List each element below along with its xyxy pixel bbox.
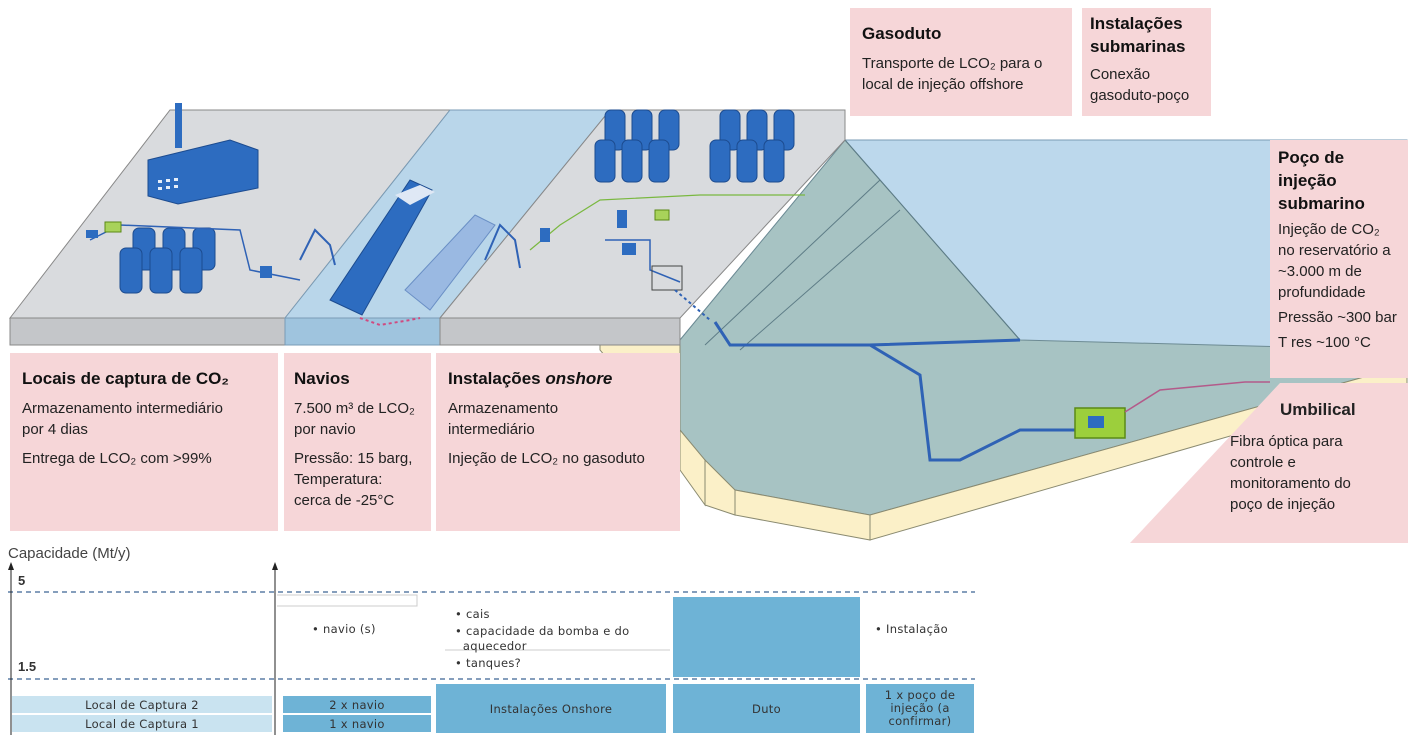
well-text: T res ~100 °C [1278,334,1371,351]
umbilical-box: Umbilical Fibra óptica para controle e m… [1230,398,1406,515]
ship-ghost-icon [404,214,496,311]
loading-arm-icon [299,228,336,266]
ships-box: Navios 7.500 m³ de LCO₂ por navio Pressão… [284,353,431,531]
ships-text: Temperatura: [294,471,383,488]
onshore-title: Instalações onshore [448,369,613,388]
umbilical-text: Fibra óptica para [1230,433,1343,450]
umbilical-box-shape [1130,383,1408,543]
duct-cell: Duto [673,684,860,733]
umbilical-text: controle e [1230,454,1296,471]
route-arrow [359,317,421,327]
capture-sites-title: Locais de captura de CO₂ [22,369,229,388]
onshore-note-3: • tanques? [455,656,522,670]
ships-text: Pressão: 15 barg, [294,450,413,467]
capture-sites-text: Armazenamento intermediário [22,400,223,417]
well-text: Pressão ~300 bar [1278,309,1397,326]
capacity-axis-label: Capacidade (Mt/y) [8,545,131,562]
pipeline-text: local de injeção offshore [862,76,1024,93]
onshore-text: Injeção de LCO₂ no gasoduto [448,450,645,467]
umbilical-title: Umbilical [1280,400,1356,419]
ship-1-cell: 1 x navio [283,715,431,732]
well-text: Injeção de CO₂ [1278,221,1380,238]
ship-2-cell: 2 x navio [283,696,431,713]
duct-capacity-bar [673,597,860,677]
onshore-tanks-icon [594,109,795,183]
ships-text: 7.500 m³ de LCO₂ [294,400,415,417]
ships-note: • navio (s) [312,622,376,636]
ships-text: por navio [294,421,356,438]
well-text: no reservatório a [1278,242,1391,259]
well-text: profundidade [1278,284,1366,301]
capture-sites-text: por 4 dias [22,421,88,438]
ship-icon [329,179,433,316]
capture-site-2-cell: Local de Captura 2 [12,696,272,713]
subsea-text: Conexão [1090,66,1151,83]
onshore-note-1: • cais [455,607,490,621]
umbilical-line [1124,381,1270,413]
subsea-text: gasoduto-poço [1090,87,1190,104]
onshore-installations-cell: Instalações Onshore [436,684,666,733]
capture-site-1-cell: Local de Captura 1 [12,715,272,732]
well-text: ~3.000 m de [1278,263,1362,280]
seabed-pipeline [713,321,1085,462]
well-note: • Instalação [875,622,948,636]
onshore-text: intermediário [448,421,535,438]
tick-label-5: 5 [18,573,26,588]
tick-label-1-5: 1.5 [18,659,37,674]
ships-text: cerca de -25°C [294,492,395,509]
onshore-box: Instalações onshore Armazenamento interme… [436,353,680,531]
pipeline-text: Transporte de LCO₂ para o [862,55,1043,72]
capture-sites-text: Entrega de LCO₂ com >99% [22,450,212,467]
onshore-text: Armazenamento [448,400,559,417]
capture-sites-box: Locais de captura de CO₂ Armazenamento i… [10,353,278,531]
onshore-note-2: • capacidade da bomba e do aquecedor [455,624,630,653]
capture-tanks-icon [119,227,216,294]
chimney-icon [175,103,182,148]
pipeline-title: Gasoduto [862,24,942,43]
umbilical-text: poço de injeção [1230,496,1336,513]
ships-title: Navios [294,369,350,388]
umbilical-text: monitoramento do [1230,475,1351,492]
pipeline-box: Gasoduto Transporte de LCO₂ para o local … [850,8,1072,116]
